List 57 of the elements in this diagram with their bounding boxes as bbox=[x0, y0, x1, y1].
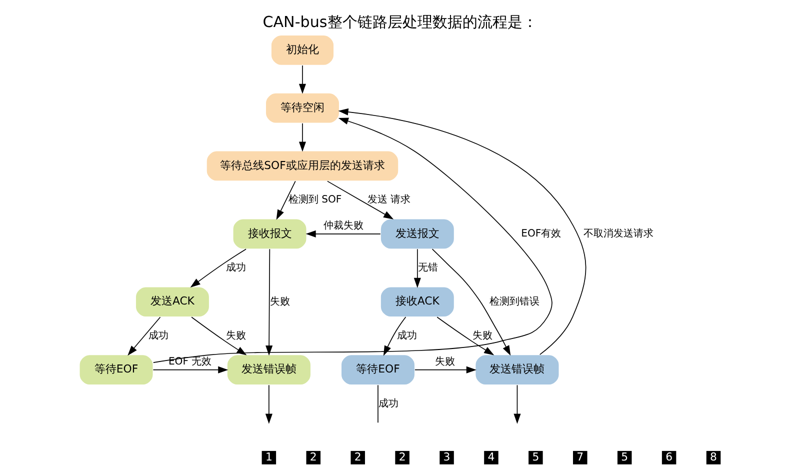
arrow bbox=[383, 316, 406, 356]
node-box: 接收ACK bbox=[380, 286, 455, 318]
arrow bbox=[432, 248, 511, 356]
arrow bbox=[436, 316, 494, 356]
edge-label: 不取消发送请求 bbox=[583, 228, 654, 240]
label: 6 bbox=[666, 450, 673, 464]
node-box: 发送ACK bbox=[135, 286, 210, 318]
edge-label: 成功 bbox=[226, 262, 246, 274]
edge-label: 检测到错误 bbox=[489, 296, 540, 308]
diagram-title: CAN-bus整个链路层处理数据的流程是： bbox=[262, 13, 538, 32]
edge-label: 失败 bbox=[226, 330, 246, 342]
label: 5 bbox=[621, 450, 628, 464]
arrow bbox=[514, 384, 521, 424]
arrow bbox=[266, 248, 273, 356]
arrow bbox=[306, 230, 381, 238]
node-box: 等待总线SOF或应用层的发送请求 bbox=[206, 150, 399, 182]
label: 2 bbox=[354, 450, 362, 464]
arrow bbox=[298, 65, 306, 94]
arrow bbox=[414, 366, 476, 374]
label: 2 bbox=[310, 450, 317, 464]
arrow bbox=[414, 248, 421, 288]
node-box: 初始化 bbox=[270, 34, 334, 66]
arrow bbox=[152, 366, 228, 374]
edge-label: 失败 bbox=[472, 330, 492, 342]
node-box: 发送错误帧 bbox=[474, 354, 560, 386]
edge-label: 仲裁失败 bbox=[324, 220, 364, 232]
node-box: 等待空闲 bbox=[265, 92, 340, 124]
arrow bbox=[276, 180, 296, 220]
edge-label: 无错 bbox=[418, 262, 438, 274]
node-box: 发送错误帧 bbox=[226, 354, 312, 386]
node-box: 等待EOF bbox=[340, 354, 416, 386]
edge-label: 发送 请求 bbox=[367, 194, 410, 206]
arrow bbox=[265, 384, 272, 424]
arrow bbox=[327, 180, 394, 220]
label: 3 bbox=[443, 450, 450, 464]
edge-label: 成功 bbox=[378, 398, 398, 410]
arrow bbox=[128, 316, 161, 356]
node-box: 等待EOF bbox=[78, 354, 154, 386]
node-box: 发送报文 bbox=[380, 218, 455, 250]
edge-label: EOF有效 bbox=[521, 228, 562, 240]
label: 5 bbox=[532, 450, 540, 464]
label: 8 bbox=[710, 450, 717, 464]
edge-label: 失败 bbox=[435, 356, 456, 368]
label: 7 bbox=[576, 450, 584, 464]
edge-label: 成功 bbox=[396, 330, 417, 342]
label: 4 bbox=[488, 450, 495, 464]
label: 2 bbox=[398, 450, 406, 464]
arrow bbox=[190, 248, 246, 288]
arrow bbox=[298, 122, 306, 152]
arrow bbox=[152, 118, 552, 363]
node-box: 接收报文 bbox=[232, 218, 308, 250]
edge-label: 检测到 SOF bbox=[288, 194, 342, 206]
edge-label: 失败 bbox=[270, 296, 290, 308]
label: 1 bbox=[265, 450, 272, 464]
edge-label: 成功 bbox=[148, 330, 169, 342]
arrow bbox=[338, 108, 586, 355]
edge-label: EOF 无效 bbox=[168, 356, 212, 368]
